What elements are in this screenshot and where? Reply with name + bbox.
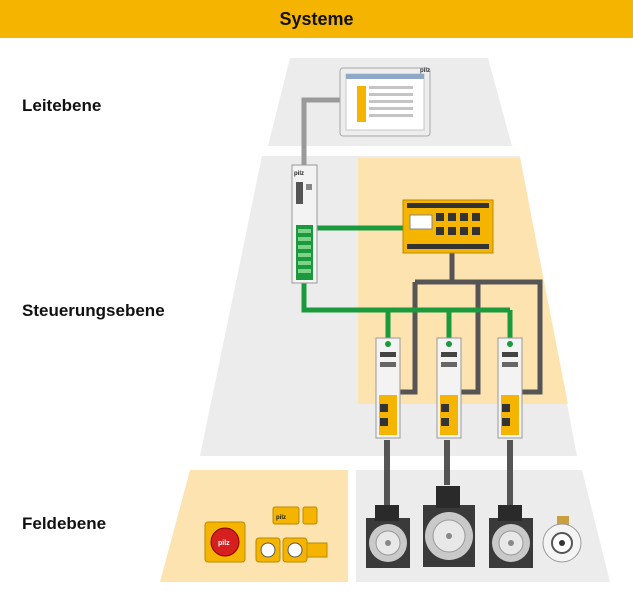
servo-drive-3 [497,337,523,439]
header-bar: Systeme [0,0,633,38]
safety-sensor-top: pilz [272,506,318,525]
monitor-brand: pilz [420,68,430,74]
level-label-feldebene: Feldebene [22,514,107,533]
servo-motor-1 [366,505,410,568]
servo-drive-1 [375,337,401,439]
servo-motor-2 [423,486,475,567]
servo-motor-3 [489,505,533,568]
controller-plc: pilz [291,164,318,284]
estop-brand: pilz [218,540,230,547]
emergency-stop-button: pilz [204,521,246,563]
cable-drives-motors [384,440,513,505]
sensor-brand: pilz [276,515,286,521]
safety-sensor-left [255,537,281,563]
level-label-leitebene: Leitebene [22,96,102,115]
controller-brand: pilz [294,171,304,177]
header-title: Systeme [279,8,354,29]
bus-green [301,225,513,340]
safety-sensor-right [282,537,328,563]
io-module [402,199,494,254]
level-label-steuerungsebene: Steuerungsebene [22,301,165,320]
panel-field-safety [160,470,348,582]
servo-drive-2 [436,337,462,439]
monitor-device: pilz [339,67,431,137]
cable-io-drives [400,252,543,395]
encoder [542,516,582,563]
